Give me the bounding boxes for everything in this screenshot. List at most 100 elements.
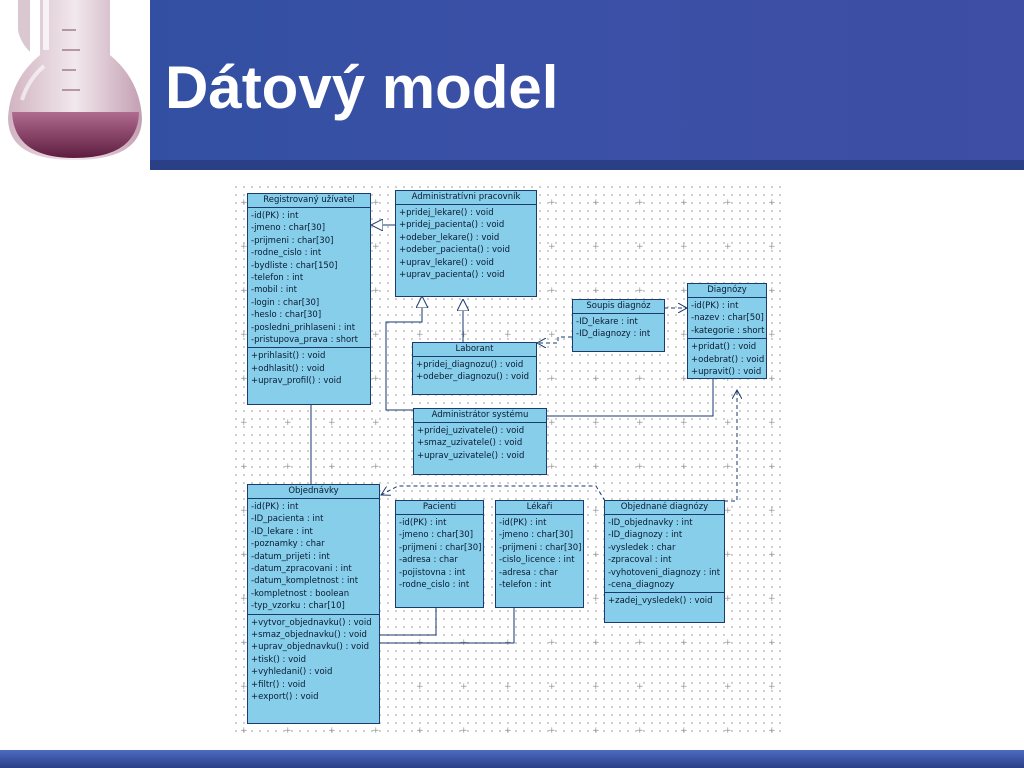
class-operation: +odeber_diagnozu() : void — [416, 372, 530, 383]
class-pacienti[interactable]: Pacienti -id(PK) : int-jmeno : char[30]-… — [395, 500, 484, 608]
class-operations: +pridej_uzivatele() : void+smaz_uzivatel… — [414, 423, 546, 463]
grid-marker: + — [636, 726, 644, 736]
grid-marker: + — [680, 638, 688, 648]
class-operations: +zadej_vysledek() : void — [605, 592, 724, 608]
class-attributes: -ID_objednavky : int-ID_diagnozy : int-v… — [605, 515, 724, 592]
grid-marker: + — [636, 682, 644, 692]
flask-icon — [0, 0, 150, 170]
class-attribute: -adresa : char — [499, 567, 558, 578]
class-operation: +smaz_uzivatele() : void — [417, 438, 523, 449]
class-operation: +tisk() : void — [251, 654, 307, 665]
grid-marker: + — [372, 726, 380, 736]
class-operation: +odebrat() : void — [691, 354, 765, 365]
class-operation: +vyhledani() : void — [251, 667, 333, 678]
grid-marker: + — [372, 462, 380, 472]
class-operation: +vytvor_objednavku() : void — [251, 617, 372, 628]
grid-marker: + — [548, 374, 556, 384]
class-attribute: -ID_objednavky : int — [608, 518, 693, 528]
flask-image — [0, 0, 150, 170]
grid-marker: + — [592, 682, 600, 692]
class-attribute: -rodne_cislo : int — [399, 580, 470, 591]
class-operations: +prihlasit() : void+odhlasit() : void+up… — [248, 347, 370, 388]
grid-marker: + — [680, 374, 688, 384]
class-attribute: -prijmeni : char[30] — [251, 235, 334, 246]
class-attribute: -prijmeni : char[30] — [399, 542, 482, 553]
grid-marker: + — [680, 462, 688, 472]
grid-marker: + — [548, 726, 556, 736]
association-diagnozy-sysadmin — [547, 378, 714, 417]
grid-marker: + — [592, 242, 600, 252]
grid-marker: + — [680, 242, 688, 252]
association-pacienti-objednavky — [380, 607, 437, 636]
grid-marker: + — [592, 594, 600, 604]
grid-marker: + — [372, 242, 380, 252]
class-attribute: -bydliste : char[150] — [251, 260, 338, 271]
class-attribute: -id(PK) : int — [499, 518, 547, 528]
class-attribute: -nazev : char[50] — [691, 313, 764, 324]
class-objednane-diagnozy[interactable]: Objednané diagnózy -ID_objednavky : int-… — [604, 500, 725, 623]
class-name: Laborant — [413, 343, 536, 357]
class-lekari[interactable]: Lékaři -id(PK) : int-jmeno : char[30]-pr… — [495, 500, 584, 608]
grid-marker: + — [240, 330, 248, 340]
class-administrativni-pracovnik[interactable]: Administratívni pracovník +pridej_lekare… — [395, 190, 537, 297]
class-objednavky[interactable]: Objednávky -id(PK) : int-ID_pacienta : i… — [247, 484, 380, 724]
class-attribute: -cena_diagnozy — [608, 580, 675, 591]
class-registrovany-uzivatel[interactable]: Registrovaný užívatel -id(PK) : int-jmen… — [247, 193, 371, 405]
grid-marker: + — [240, 462, 248, 472]
generalization-sysadmin-to-admin — [385, 297, 422, 411]
grid-marker: + — [636, 242, 644, 252]
class-attributes: -id(PK) : int-jmeno : char[30]-prijmeni … — [496, 515, 583, 592]
grid-marker: + — [636, 418, 644, 428]
grid-marker: + — [240, 682, 248, 692]
class-attribute: -telefon : int — [251, 273, 304, 284]
class-attribute: -jmeno : char[30] — [499, 530, 574, 541]
grid-marker: + — [592, 726, 600, 736]
class-attributes: -id(PK) : int-nazev : char[50]-kategorie… — [688, 298, 766, 338]
class-diagnozy[interactable]: Diagnózy -id(PK) : int-nazev : char[50]-… — [687, 283, 767, 379]
grid-marker: + — [416, 682, 424, 692]
grid-marker: + — [240, 242, 248, 252]
grid-marker: + — [240, 550, 248, 560]
grid-marker: + — [724, 198, 732, 208]
grid-marker: + — [548, 198, 556, 208]
class-attribute: -vyhotoveni_diagnozy : int — [608, 567, 721, 578]
class-name: Objednané diagnózy — [605, 501, 724, 515]
grid-marker: + — [636, 198, 644, 208]
class-name: Lékaři — [496, 501, 583, 515]
class-laborant[interactable]: Laborant +pridej_diagnozu() : void+odebe… — [412, 342, 537, 395]
grid-marker: + — [636, 638, 644, 648]
dependency-objdiag-to-diagnozy — [724, 390, 737, 502]
grid-marker: + — [416, 330, 424, 340]
grid-marker: + — [768, 462, 776, 472]
grid-marker: + — [372, 330, 380, 340]
class-name: Pacienti — [396, 501, 483, 515]
grid-marker: + — [680, 682, 688, 692]
dependency-objdiag-to-objednavky — [381, 485, 606, 502]
grid-marker: + — [636, 286, 644, 296]
grid-marker: + — [548, 682, 556, 692]
grid-marker: + — [680, 330, 688, 340]
grid-marker: + — [724, 418, 732, 428]
grid-marker: + — [548, 286, 556, 296]
header-bottom-stripe — [148, 160, 1024, 170]
class-operation: +pridej_lekare() : void — [399, 208, 494, 218]
grid-marker: + — [636, 462, 644, 472]
class-attribute: -kompletnost : boolean — [251, 588, 350, 599]
class-attributes: -id(PK) : int-jmeno : char[30]-prijmeni … — [396, 515, 483, 592]
grid-marker: + — [240, 506, 248, 516]
grid-marker: + — [284, 726, 292, 736]
class-attribute: -posledni_prihlaseni : int — [251, 322, 356, 333]
class-operation: +odeber_pacienta() : void — [399, 245, 511, 256]
grid-marker: + — [372, 286, 380, 296]
grid-marker: + — [680, 418, 688, 428]
grid-marker: + — [636, 374, 644, 384]
class-attribute: -mobil : int — [251, 285, 298, 296]
class-soupis-diagnoz[interactable]: Soupis diagnóz -ID_lekare : int-ID_diagn… — [572, 299, 665, 352]
class-operation: +pridej_pacienta() : void — [399, 220, 505, 231]
grid-marker: + — [548, 418, 556, 428]
class-attribute: -heslo : char[30] — [251, 310, 322, 321]
class-attributes: -id(PK) : int-ID_pacienta : int-ID_lekar… — [248, 499, 379, 614]
class-administrator-systemu[interactable]: Administrátor systému +pridej_uzivatele(… — [413, 408, 547, 475]
grid-marker: + — [724, 550, 732, 560]
grid-marker: + — [724, 638, 732, 648]
